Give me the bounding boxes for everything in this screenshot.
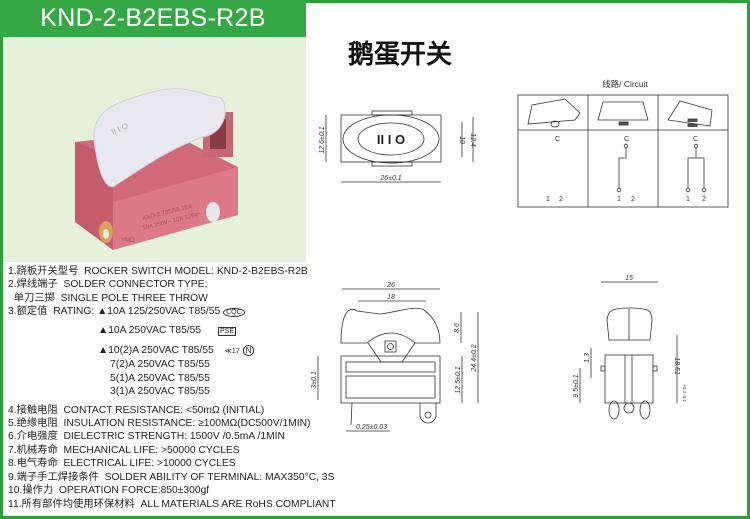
top-view-drawing: II I O 26±0.1 12.6±0.1 10 12.4 — [319, 110, 476, 183]
rating-value: 3(1)A 250VAC T85/55 — [110, 386, 210, 398]
spec-contact-resistance: 4.接触电阻 CONTACT RESISTANCE: <50mΩ (INITIA… — [8, 404, 265, 416]
common-label: C — [693, 136, 698, 143]
product-photo-panel: KND-2 T85/55 1E4 10A 250V~ 10A 125V~ YMD… — [3, 37, 306, 262]
terminal-2-label: 2 — [559, 196, 563, 203]
rating-value: ▲10A 125/250VAC T85/55 — [97, 306, 221, 318]
n-mark: N — [242, 345, 255, 357]
rating-label: 3.额定值 RATING: — [8, 306, 98, 318]
dim-terminal-thickness: 0.25±0.03 — [356, 424, 387, 431]
terminal-right — [206, 202, 220, 222]
spec-mechanical-life: 7.机械寿命 MECHANICAL LIFE: >50000 CYCLES — [8, 444, 240, 456]
rating-value: ▲10(2)A 250VAC T85/55 — [98, 345, 214, 357]
common-label: C — [555, 136, 560, 143]
dim-width: 26±0.1 — [379, 175, 401, 182]
dim-top-width: 18 — [387, 294, 395, 301]
rating-value: 5(1)A 250VAC T85/55 — [110, 372, 210, 384]
dim-outer: 12.4 — [469, 133, 476, 147]
spec-throw: 单刀三掷 SINGLE POLE THREE THROW — [8, 292, 208, 304]
spec-rating-item: ▲10(2)A 250VAC T85/55 ≪17 N — [8, 344, 336, 358]
side-view-drawing: 15 1.3 9.5±0.1 18.51 +0.3 -0.1 — [573, 275, 687, 420]
circuit-diagram: 线路/ Circuit C C C 1 2 1 2 1 2 — [517, 79, 729, 208]
spec-rating: 3.额定值 RATING: ▲10A 125/250VAC T85/55 CQC — [8, 305, 336, 319]
chinese-title: 鹅蛋开关 — [348, 40, 453, 70]
front-view-drawing: 26 18 8.6 24.4±0.2 12.5±0.1 3±0.1 0.25±0… — [311, 282, 479, 432]
dim-width: 15 — [625, 275, 633, 282]
housing-front — [113, 167, 238, 250]
dim-tab-height: 9.5±0.1 — [573, 374, 580, 397]
dim-tolerance: +0.3 -0.1 — [682, 384, 687, 402]
spec-dielectric: 6.介电强度 DIELECTRIC STRENGTH: 1500V /0.5mA… — [8, 431, 285, 443]
model-title: KND-2-B2EBS-R2B — [0, 0, 306, 37]
spec-solder: 9.端子手工焊接条件 SOLDER ABILITY OF TERMINAL: M… — [8, 471, 335, 483]
spec-model: 1.跷板开关型号 ROCKER SWITCH MODEL: KND-2-B2EB… — [8, 266, 308, 277]
dim-height: 18.51 — [673, 357, 680, 375]
terminal-2-label: 2 — [702, 196, 706, 203]
dim-offset: 3±0.1 — [311, 371, 318, 389]
rocker — [93, 88, 226, 188]
brand-mark: YMD — [121, 238, 135, 244]
specifications-list: 1.跷板开关型号 ROCKER SWITCH MODEL: KND-2-B2EB… — [8, 265, 336, 511]
circuit-title: 线路/ Circuit — [602, 79, 648, 89]
spec-force: 10.操作力 OPERATION FORCE:850±300gf — [8, 485, 210, 497]
rating-value: 7(2)A 250VAC T85/55 — [110, 359, 210, 371]
dim-height: 12.6±0.1 — [319, 126, 326, 153]
terminal-1-label: 1 — [686, 196, 690, 203]
dim-body-height: 12.5±0.1 — [455, 366, 462, 393]
enec-mark: ≪17 — [224, 348, 240, 356]
dim-total-height: 24.4±0.2 — [471, 344, 478, 372]
spec-electrical-life: 8.电气寿命 ELECTRICAL LIFE: >10000 CYCLES — [8, 458, 236, 470]
product-photo: KND-2 T85/55 1E4 10A 250V~ 10A 125V~ YMD… — [75, 88, 238, 250]
spec-rohs: 11.所有部件均使用环保材料 ALL MATERIALS ARE RoHS CO… — [8, 498, 336, 510]
top-view-marks: II I O — [377, 132, 405, 147]
dim-inner: 10 — [458, 136, 465, 144]
rating-value: ▲10A 250VAC T85/55 — [98, 324, 202, 336]
terminal-hole — [103, 229, 109, 239]
spec-insulation: 5.绝缘电阻 INSULATION RESISTANCE: ≥100MΩ(DC5… — [8, 418, 311, 430]
dim-width: 26 — [386, 282, 395, 289]
cqc-mark: CQC — [223, 308, 245, 318]
terminal-1-label: 1 — [617, 196, 621, 203]
common-label: C — [624, 136, 629, 143]
spec-rating-item: ▲10A 250VAC T85/55 PSE — [8, 324, 336, 338]
dim-rocker-height: 8.6 — [454, 323, 461, 333]
terminal-2-label: 2 — [631, 196, 635, 203]
spec-connector: 2.焊线端子 SOLDER CONNECTOR TYPE; — [8, 279, 208, 291]
dim-tab: 1.3 — [584, 353, 591, 363]
pse-mark: PSE — [218, 326, 237, 336]
terminal-1-label: 1 — [546, 196, 550, 203]
